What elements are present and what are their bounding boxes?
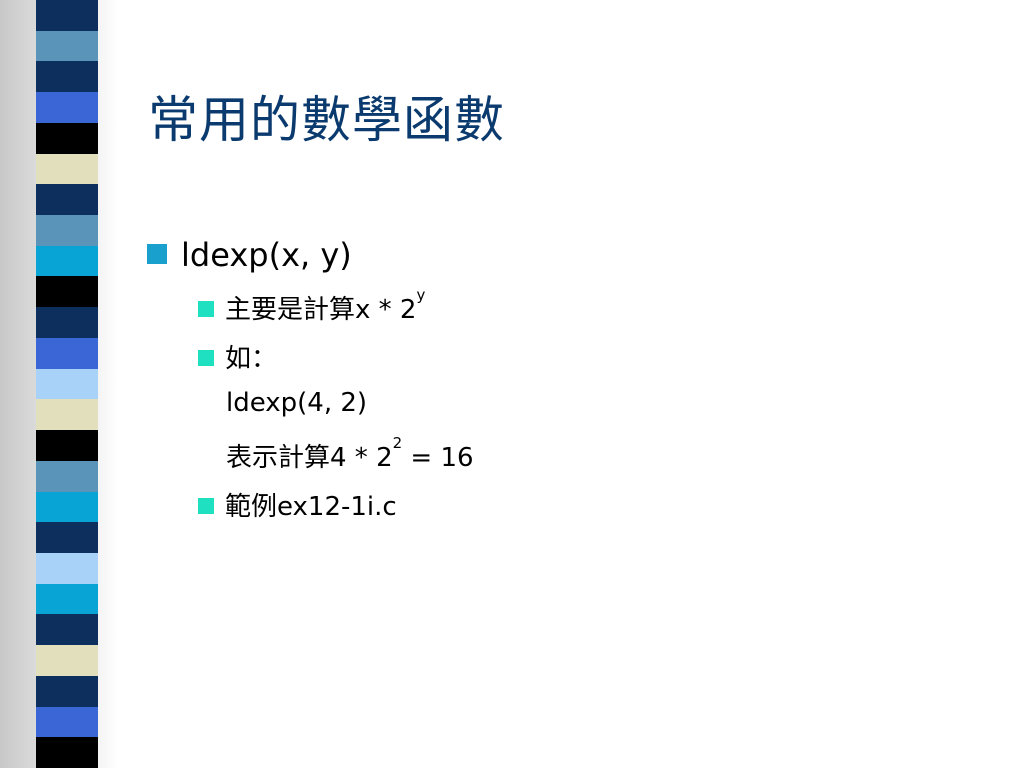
strip-band (36, 614, 98, 647)
strip-band (36, 307, 98, 339)
square-bullet-icon (147, 244, 167, 264)
strip-band (36, 30, 98, 63)
strip-band (36, 737, 98, 768)
strip-band (36, 184, 98, 217)
strip-band (36, 122, 98, 155)
sub-bullet-sample-file: 範例ex12-1i.c (198, 486, 397, 523)
superscript-y: y (416, 286, 426, 304)
sub-bullet-text: 如： (225, 344, 278, 374)
decorative-strip (36, 0, 98, 768)
strip-band (36, 0, 98, 32)
sub-bullet-compute: 主要是計算x * 2y (198, 286, 426, 326)
example-result-text: 表示計算4 * 2 (226, 443, 393, 473)
strip-band (36, 368, 98, 401)
sub-bullet-text: 主要是計算x * 2 (225, 295, 417, 325)
bullet-ldexp: ldexp(x, y) (147, 236, 352, 274)
square-bullet-icon (198, 497, 214, 514)
example-result: 表示計算4 * 22 = 16 (226, 434, 474, 474)
strip-band (36, 276, 98, 309)
square-bullet-icon (198, 349, 214, 366)
strip-band (36, 583, 98, 616)
strip-band (36, 522, 98, 554)
strip-band (36, 491, 98, 524)
example-call: ldexp(4, 2) (226, 388, 368, 418)
sub-bullet-example-label: 如： (198, 338, 277, 375)
strip-band (36, 337, 98, 370)
slide-title: 常用的數學函數 (148, 91, 505, 149)
strip-band (36, 430, 98, 462)
sub-bullet-text: 範例ex12-1i.c (225, 492, 397, 522)
strip-band (36, 645, 98, 677)
square-bullet-icon (198, 300, 214, 317)
strip-band (36, 61, 98, 94)
strip-band (36, 675, 98, 708)
strip-band (36, 153, 98, 186)
superscript-2: 2 (392, 434, 403, 452)
example-result-value: = 16 (402, 443, 474, 473)
strip-band (36, 399, 98, 432)
strip-band (36, 706, 98, 739)
strip-band (36, 92, 98, 124)
strip-band (36, 460, 98, 493)
strip-band (36, 245, 98, 278)
strip-band (36, 552, 98, 585)
strip-band (36, 215, 98, 247)
bullet-text: ldexp(x, y) (181, 236, 352, 274)
